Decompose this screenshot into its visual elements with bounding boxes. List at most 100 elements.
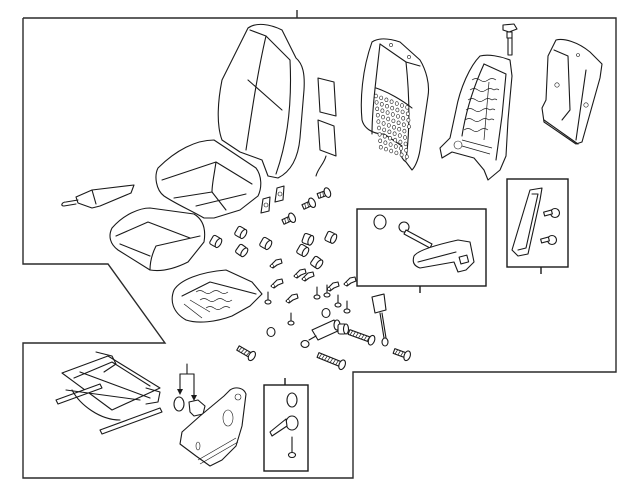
perforation-hole	[401, 116, 406, 121]
perforation-hole	[394, 101, 399, 106]
perforation-hole	[406, 117, 411, 123]
recliner-handle	[269, 415, 299, 437]
screw	[287, 312, 295, 326]
recliner-cover[interactable]	[179, 387, 247, 467]
perforation-hole	[395, 107, 400, 113]
perforation-hole	[389, 99, 394, 104]
nut	[324, 230, 338, 244]
perforation-hole	[374, 100, 379, 105]
recliner-washer	[173, 396, 185, 412]
clip	[293, 268, 307, 279]
perforation-hole	[405, 111, 410, 117]
nut	[337, 323, 350, 335]
seat-cushion-cover[interactable]	[155, 139, 262, 219]
perforation-hole	[376, 119, 381, 124]
perforation-hole	[375, 112, 380, 118]
perforation-hole	[379, 95, 384, 101]
side-trim-kit-box	[506, 178, 569, 268]
perforation-hole	[396, 120, 401, 126]
perforation-hole	[378, 145, 383, 150]
clip	[270, 278, 284, 289]
perforation-hole	[401, 122, 406, 127]
seat-damper	[300, 319, 341, 349]
perforation-hole	[383, 140, 388, 145]
bolt	[236, 345, 257, 362]
perforation-hole	[389, 148, 394, 154]
perforation-hole	[392, 125, 396, 130]
clip	[326, 281, 340, 292]
perforation-hole	[399, 152, 404, 158]
frame-springs	[463, 78, 500, 141]
seat-back-frame[interactable]	[439, 54, 513, 181]
perforation-hole	[374, 93, 378, 99]
perforation-hole	[381, 121, 386, 126]
perforation-hole	[390, 105, 395, 111]
heater-element-back[interactable]	[315, 77, 337, 177]
perforation-hole	[384, 146, 388, 152]
seat-belt-buckle[interactable]	[371, 293, 389, 347]
bolt	[316, 352, 347, 371]
seat-adjuster-track[interactable]	[55, 351, 163, 435]
clip	[301, 271, 315, 282]
cushion-frame[interactable]	[171, 269, 263, 323]
perforation-hole	[386, 123, 391, 128]
screw	[323, 284, 331, 298]
recliner-washers[interactable]	[173, 363, 206, 417]
perforation-hole	[398, 139, 403, 145]
seat-cushion-pad[interactable]	[109, 207, 206, 272]
nut	[209, 234, 223, 249]
perforation-hole	[399, 146, 403, 151]
plug	[321, 307, 331, 319]
bolt	[281, 212, 297, 225]
heater-element-cushion[interactable]	[61, 184, 135, 209]
seat-back-panel[interactable]	[541, 38, 603, 145]
bolt	[347, 329, 376, 346]
armrest-kit-box	[356, 208, 487, 287]
seat-back-pad[interactable]	[360, 38, 430, 171]
clip	[285, 293, 299, 304]
perforation-hole	[388, 142, 393, 147]
seat-back-cover[interactable]	[217, 23, 305, 179]
side-trim	[511, 187, 543, 257]
perforation-hole	[385, 110, 390, 115]
nut	[234, 225, 248, 240]
perforation-hole	[393, 137, 398, 143]
headrest-guide[interactable]	[502, 23, 518, 56]
perforation-hole	[388, 136, 392, 141]
perforation-hole	[391, 118, 396, 124]
screw	[313, 286, 321, 300]
armrest-kit[interactable]	[356, 208, 487, 293]
nut	[296, 243, 310, 258]
bolt	[301, 197, 317, 210]
perforation-hole	[404, 148, 409, 153]
perforation-hole	[382, 127, 387, 133]
perforation-hole	[404, 154, 409, 159]
bracket-plate	[274, 185, 285, 203]
perforation-hole	[377, 125, 381, 131]
perforation-hole	[377, 132, 382, 137]
side-trim-kit[interactable]	[506, 178, 569, 274]
clip	[269, 258, 283, 269]
arrow-icon	[177, 389, 183, 395]
armrest	[412, 239, 475, 273]
screw	[334, 294, 342, 308]
bolt	[316, 187, 332, 199]
handle-washer	[286, 392, 298, 408]
hardware[interactable]	[209, 185, 412, 371]
perforation-hole	[382, 134, 387, 139]
recliner-handle-kit-box	[263, 384, 309, 472]
perforation-hole	[405, 105, 410, 110]
perforation-hole	[407, 124, 411, 129]
recliner-handle-kit[interactable]	[263, 378, 309, 472]
perforation-hole	[387, 129, 392, 135]
perforation-hole	[403, 141, 408, 147]
clip	[343, 276, 357, 287]
perforation-hole	[381, 114, 385, 120]
perforation-pattern	[374, 93, 411, 159]
perforation-hole	[397, 133, 402, 138]
perforation-hole	[400, 109, 405, 115]
perforation-hole	[393, 144, 398, 149]
diagram-outline-frame	[22, 10, 617, 479]
perforation-hole	[379, 102, 384, 107]
